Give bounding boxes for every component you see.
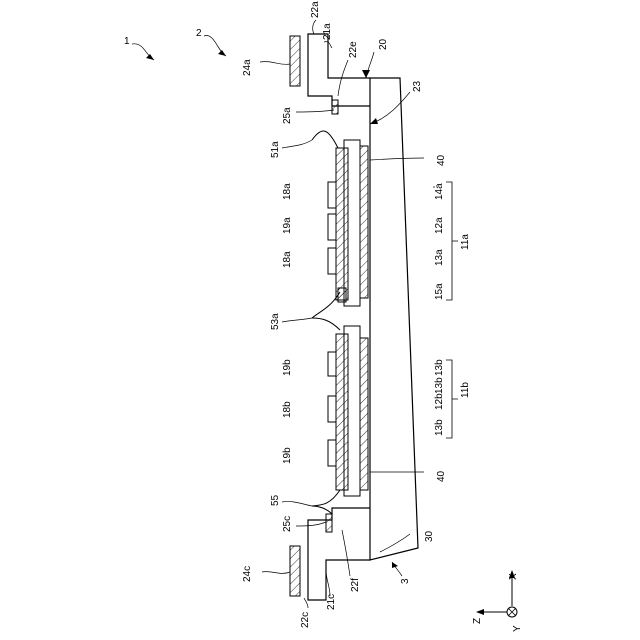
label-18b: 18b [282,401,293,418]
part-25c [326,514,332,532]
wire-51a [312,131,338,148]
chip-19a [328,214,336,240]
label-23: 23 [412,80,423,92]
label-22c: 22c [300,612,311,628]
arrow-1-head [146,54,154,60]
arrow-2-head [218,50,226,56]
label-19b-top: 19b [282,359,293,376]
label-25a: 25a [282,107,293,124]
part-15a [338,288,346,302]
label-3: 3 [400,578,411,584]
label-21a: 21a [322,23,333,40]
label-18a-top: 18a [282,183,293,200]
chip-18a-top [328,182,336,208]
label-24c: 24c [242,566,253,582]
bracket-11b [446,360,458,438]
label-19a: 19a [282,217,293,234]
label-19b-bottom: 19b [282,447,293,464]
axis-z-label: Z [472,618,483,624]
label-21c: 21c [326,594,337,610]
label-22a: 22a [310,1,321,18]
arrow-20-head [362,70,370,78]
layer-12b [336,334,348,490]
part-24a [290,36,300,86]
label-13b-bottom: 13b [434,419,445,436]
label-12b: 12b [434,393,445,410]
wire-53a [312,292,340,330]
label-30: 30 [424,530,435,542]
label-13b-top2: 13b [434,377,445,394]
label-1: 1 [124,36,130,47]
axis-x-label: X [508,573,519,580]
label-40-bottom: 40 [436,470,447,482]
axis-y-label: Y [512,625,523,632]
layer-13b [360,338,368,490]
wire-55 [312,490,340,514]
label-25c: 25c [282,516,293,532]
chip-19b-top [328,352,336,376]
label-15a: 15a [434,283,445,300]
label-55: 55 [270,494,281,506]
label-11a: 11a [460,234,471,250]
label-20: 20 [378,38,389,50]
label-22e: 22e [348,41,359,58]
label-14a: 14a [434,183,445,200]
label-22f: 22f [350,578,361,592]
layer-12a [336,148,348,300]
upper-terminal-21a [308,34,370,106]
label-40-top: 40 [436,154,447,166]
layer-14a [360,146,368,298]
label-18a-bottom: 18a [282,251,293,268]
label-13a: 13a [434,249,445,266]
arrow-23-head [370,118,378,124]
labels: 1 2 22a 21a 22e 20 24a 23 25a 51a 40 18a… [124,1,471,628]
part-22e [332,100,338,114]
label-11b: 11b [460,382,471,398]
chip-18a-bottom [328,248,336,274]
chip-19b-bottom [328,440,336,466]
label-12a: 12a [434,217,445,234]
label-51a: 51a [270,141,281,158]
label-24a: 24a [242,59,253,76]
base-30 [370,78,418,560]
part-24c [290,546,300,596]
bracket-11a [446,182,458,300]
label-53a: 53a [270,313,281,330]
label-13b-top: 13b [434,359,445,376]
chip-18b [328,396,336,422]
coordinate-axes: X Z Y [472,570,523,632]
label-2: 2 [196,28,202,39]
